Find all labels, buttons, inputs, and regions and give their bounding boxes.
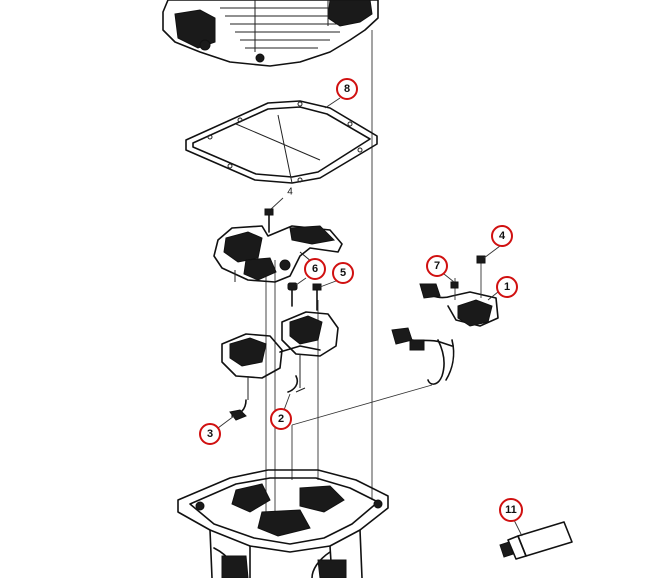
callout-11: 11 [499, 498, 523, 522]
callout-4-label: 4 [499, 230, 506, 242]
callout-5-label: 5 [340, 267, 346, 279]
callout-8-label: 8 [344, 83, 350, 95]
callout-8: 8 [336, 78, 358, 100]
leader-3 [217, 415, 235, 429]
callout-3-label: 3 [207, 428, 213, 440]
callout-4-plain: 4 [287, 187, 293, 198]
callout-6-label: 6 [312, 263, 318, 275]
callout-5: 5 [332, 262, 354, 284]
transmission-case [177, 469, 389, 578]
callout-2: 2 [270, 408, 292, 430]
callout-4: 4 [491, 225, 513, 247]
callout-7-label: 7 [434, 260, 440, 272]
wiring-harness [391, 245, 501, 385]
callout-2-label: 2 [278, 413, 284, 425]
sealant-tube [499, 519, 573, 560]
callout-11-label: 11 [505, 504, 517, 516]
callout-1: 1 [496, 276, 518, 298]
lower-solenoid-assembly-left [221, 333, 321, 421]
callout-6: 6 [304, 258, 326, 280]
bolt-5 [312, 280, 337, 311]
callout-3: 3 [199, 423, 221, 445]
bolt-6 [287, 277, 307, 307]
callout-1-label: 1 [504, 281, 510, 293]
guide-line-harness [291, 384, 433, 426]
bolt-upper [264, 197, 284, 233]
callout-4-plain-label: 4 [287, 187, 293, 198]
lower-solenoid-assembly-right [281, 311, 339, 393]
gasket [185, 100, 378, 184]
top-cover [162, 0, 379, 67]
leader-8 [324, 97, 341, 109]
callout-7: 7 [426, 255, 448, 277]
leader-2 [283, 393, 291, 411]
